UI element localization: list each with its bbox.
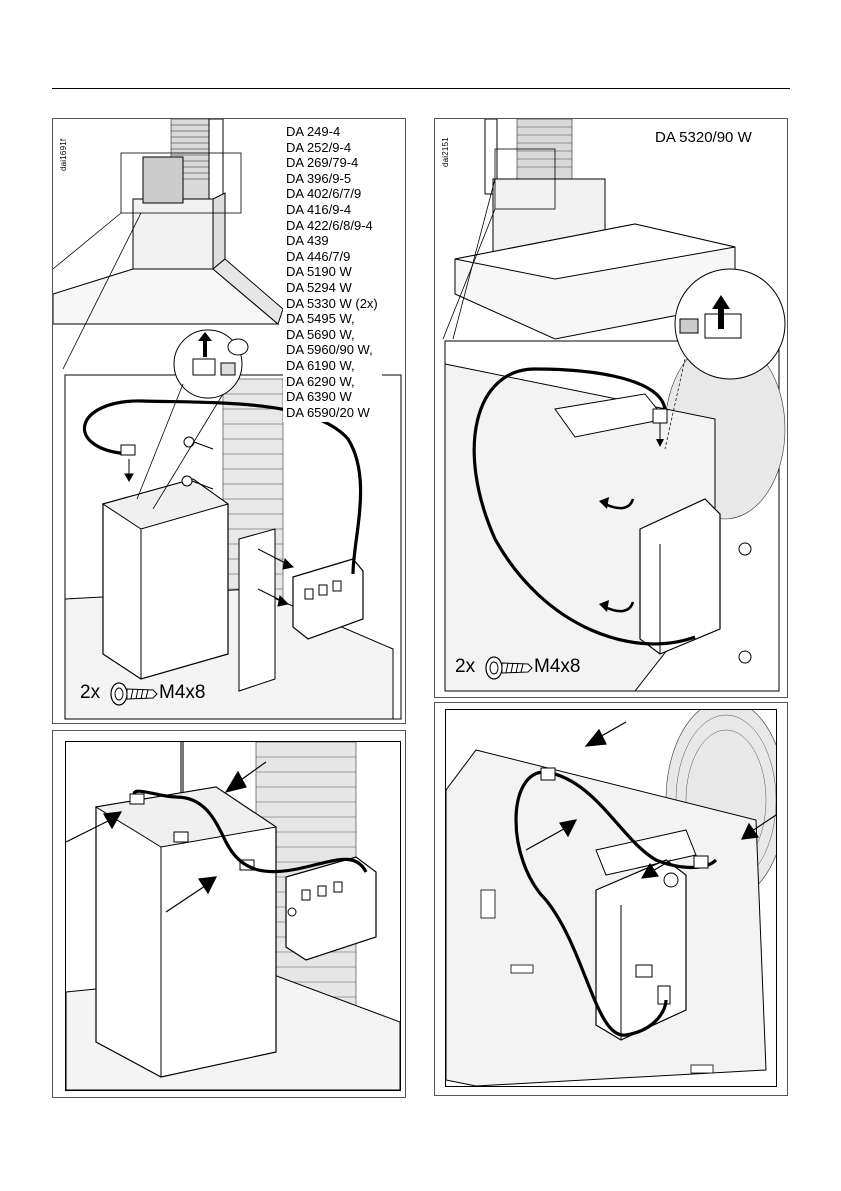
model-list-item: DA 402/6/7/9 [286, 186, 378, 202]
figure-bottom-left [52, 730, 406, 1098]
model-list-item: DA 5960/90 W, [286, 342, 378, 358]
drawing-code: dai2151 [441, 137, 450, 167]
cable-routing-drawing [66, 742, 400, 1090]
model-list-item: DA 6390 W [286, 389, 378, 405]
screw-quantity: 2x [80, 682, 100, 704]
detail-inset [65, 741, 401, 1091]
hood-overview-drawing [435, 119, 787, 697]
figure-top-right: dai2151 DA 5320/90 W 2x M4x8 [434, 118, 788, 698]
model-list-item: DA 439 [286, 233, 378, 249]
model-list-item: DA 252/9-4 [286, 140, 378, 156]
model-list-item: DA 249-4 [286, 124, 378, 140]
detail-inset [445, 709, 777, 1087]
model-title: DA 5320/90 W [655, 129, 752, 146]
header-rule [52, 88, 790, 89]
screw-icon [484, 655, 534, 681]
model-list-item: DA 5690 W, [286, 327, 378, 343]
figure-bottom-right [434, 702, 788, 1096]
model-list-item: DA 6590/20 W [286, 405, 378, 421]
model-list-item: DA 5190 W [286, 264, 378, 280]
model-list-item: DA 446/7/9 [286, 249, 378, 265]
drawing-code: dai1691f [59, 139, 68, 171]
screw-quantity: 2x [455, 656, 475, 678]
model-list: DA 249-4 DA 252/9-4 DA 269/79-4 DA 396/9… [283, 124, 382, 422]
cable-routing-drawing [446, 710, 776, 1086]
model-list-item: DA 416/9-4 [286, 202, 378, 218]
model-list-item: DA 269/79-4 [286, 155, 378, 171]
screw-icon [109, 681, 159, 707]
figure-top-left: dai1691f DA 249-4 DA 252/9-4 DA 269/79-4… [52, 118, 406, 724]
model-list-item: DA 6190 W, [286, 358, 378, 374]
screw-size: M4x8 [534, 656, 580, 678]
model-list-item: DA 6290 W, [286, 374, 378, 390]
screw-size: M4x8 [159, 682, 205, 704]
model-list-item: DA 5495 W, [286, 311, 378, 327]
model-list-item: DA 422/6/8/9-4 [286, 218, 378, 234]
model-list-item: DA 5294 W [286, 280, 378, 296]
model-list-item: DA 5330 W (2x) [286, 296, 378, 312]
model-list-item: DA 396/9-5 [286, 171, 378, 187]
